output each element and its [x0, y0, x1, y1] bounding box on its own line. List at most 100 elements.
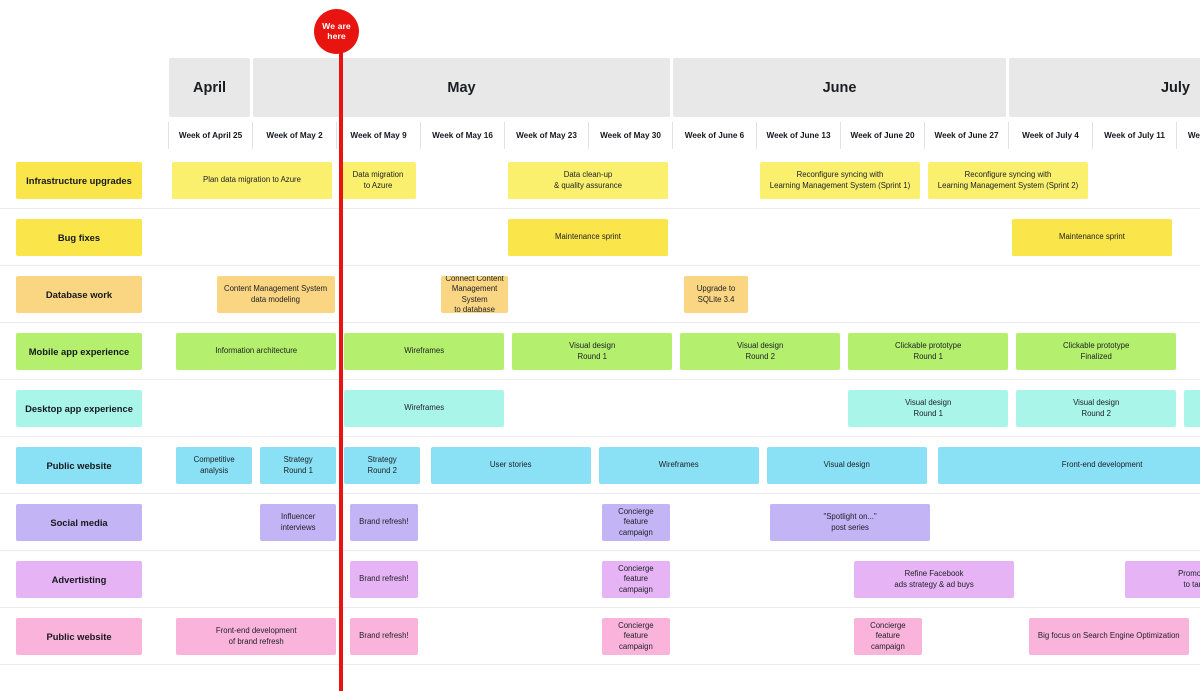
week-label: Week of July 4: [1022, 131, 1079, 140]
week-header-cell: Week of July 4: [1008, 122, 1092, 149]
task-bar[interactable]: Front-end development: [938, 447, 1200, 484]
task-bar[interactable]: Maintenance sprint: [1012, 219, 1172, 256]
week-label: Week of June 27: [934, 131, 999, 140]
task-bar[interactable]: Maintenance sprint: [508, 219, 668, 256]
row-label-social-media[interactable]: Social media: [16, 504, 142, 541]
task-bar[interactable]: Concierge feature campaign: [602, 618, 670, 655]
timeline-rows: Infrastructure upgrades Plan data migrati…: [0, 152, 1200, 691]
task-bar[interactable]: Visual design: [766, 447, 927, 484]
task-bar-label: Reconfigure syncing with Learning Manage…: [937, 170, 1079, 190]
task-bar-label: Maintenance sprint: [555, 232, 621, 242]
week-label: Week of June 6: [684, 131, 745, 140]
task-bar-label: Clickable prototype Round 1: [895, 341, 962, 361]
month-header-july: July: [1009, 58, 1200, 117]
task-bar-label: Refine Facebook ads strategy & ad buys: [894, 569, 974, 589]
month-header-may: May: [253, 58, 670, 117]
task-bar[interactable]: Clickable prototype Round 1: [848, 333, 1009, 370]
task-bar[interactable]: Influencer interviews: [260, 504, 337, 541]
week-header-cell: Week of April 25: [168, 122, 252, 149]
task-bar[interactable]: Wireframes: [344, 390, 505, 427]
task-bar[interactable]: Strategy Round 2: [344, 447, 421, 484]
week-label: Week of May 9: [350, 131, 407, 140]
task-bar[interactable]: Plan data migration to Azure: [172, 162, 332, 199]
task-bar-label: Brand refresh!: [359, 517, 409, 527]
task-bar[interactable]: Concierge feature campaign: [854, 618, 922, 655]
task-bar-label: Wireframes: [404, 403, 445, 413]
row-label-text: Advertisting: [51, 573, 107, 585]
task-bar[interactable]: Brand refresh!: [350, 618, 418, 655]
task-bar[interactable]: Reconfigure syncing with Learning Manage…: [760, 162, 920, 199]
week-label: Week of July 18: [1187, 131, 1200, 140]
week-label: Week of May 16: [432, 131, 493, 140]
task-bar[interactable]: Connect Content Management System to dat…: [440, 276, 509, 313]
task-bar-label: Wireframes: [404, 346, 445, 356]
task-bar-label: Big focus on Search Engine Optimization: [1037, 631, 1180, 641]
row-label-desktop-app-experience[interactable]: Desktop app experience: [16, 390, 142, 427]
task-bar[interactable]: Promote Enterp to targeted a: [1125, 561, 1200, 598]
task-bar[interactable]: Visual design Round 2: [1016, 390, 1177, 427]
task-bar[interactable]: Visual design Round 1: [848, 390, 1009, 427]
row-label-text: Mobile app experience: [28, 345, 130, 357]
task-bar[interactable]: Competitive analysis: [176, 447, 253, 484]
we-are-here-label: We are here: [322, 20, 351, 41]
task-bar-label: Visual design Round 2: [1073, 398, 1120, 418]
we-are-here-marker[interactable]: We are here: [314, 9, 359, 54]
week-header-cell: Week of May 23: [504, 122, 588, 149]
task-bar-label: Brand refresh!: [359, 631, 409, 641]
month-header-june: June: [673, 58, 1006, 117]
task-bar[interactable]: Data clean-up & quality assurance: [508, 162, 668, 199]
row-label-text: Public website: [46, 459, 112, 471]
timeline-row: Desktop app experience Wireframes Visual d…: [0, 380, 1200, 437]
task-bar-label: Data migration to Azure: [352, 170, 404, 190]
task-bar-label: Concierge feature campaign: [870, 621, 906, 651]
row-label-public-website[interactable]: Public website: [16, 618, 142, 655]
task-bar[interactable]: Information architecture: [176, 333, 337, 370]
task-bar[interactable]: "Spotlight on..." post series: [770, 504, 931, 541]
task-bar[interactable]: Brand refresh!: [350, 504, 418, 541]
row-label-bug-fixes[interactable]: Bug fixes: [16, 219, 142, 256]
task-bar[interactable]: Brand refresh!: [350, 561, 418, 598]
task-bar[interactable]: C: [1184, 390, 1200, 427]
task-bar[interactable]: Wireframes: [598, 447, 759, 484]
task-bar[interactable]: Wireframes: [344, 333, 505, 370]
task-bar[interactable]: Content Management System data modeling: [216, 276, 335, 313]
task-bar-label: Data clean-up & quality assurance: [553, 170, 623, 190]
week-header-cell: Week of May 16: [420, 122, 504, 149]
task-bar[interactable]: Big focus on Search Engine Optimization: [1028, 618, 1189, 655]
task-bar-label: User stories: [489, 460, 532, 470]
task-bar[interactable]: Data migration to Azure: [340, 162, 416, 199]
task-bar[interactable]: Refine Facebook ads strategy & ad buys: [854, 561, 1015, 598]
timeline-row: [0, 665, 1200, 691]
week-label: Week of May 23: [516, 131, 577, 140]
timeline-row: Database work Content Management System d…: [0, 266, 1200, 323]
task-bar[interactable]: Upgrade to SQLite 3.4: [684, 276, 748, 313]
task-bar-label: Content Management System data modeling: [223, 284, 328, 304]
task-bar-label: Wireframes: [658, 460, 699, 470]
week-header-cell: Week of May 30: [588, 122, 672, 149]
row-label-advertisting[interactable]: Advertisting: [16, 561, 142, 598]
task-bar[interactable]: Strategy Round 1: [260, 447, 337, 484]
task-bar[interactable]: Front-end development of brand refresh: [176, 618, 337, 655]
week-label: Week of June 20: [850, 131, 915, 140]
row-label-public-website[interactable]: Public website: [16, 447, 142, 484]
row-label-mobile-app-experience[interactable]: Mobile app experience: [16, 333, 142, 370]
task-bar-label: Concierge feature campaign: [618, 621, 654, 651]
task-bar-label: Brand refresh!: [359, 574, 409, 584]
task-bar[interactable]: Concierge feature campaign: [602, 504, 670, 541]
week-label: Week of July 11: [1104, 131, 1165, 140]
task-bar[interactable]: Visual design Round 1: [512, 333, 673, 370]
task-bar[interactable]: Concierge feature campaign: [602, 561, 670, 598]
task-bar[interactable]: Clickable prototype Finalized: [1016, 333, 1177, 370]
month-label: May: [447, 79, 476, 96]
row-label-database-work[interactable]: Database work: [16, 276, 142, 313]
row-label-text: Infrastructure upgrades: [26, 174, 132, 186]
row-label-infrastructure-upgrades[interactable]: Infrastructure upgrades: [16, 162, 142, 199]
task-bar[interactable]: Visual design Round 2: [680, 333, 841, 370]
row-label-text: Social media: [50, 516, 108, 528]
task-bar[interactable]: User stories: [430, 447, 591, 484]
week-header-cell: Week of May 2: [252, 122, 336, 149]
task-bar[interactable]: Reconfigure syncing with Learning Manage…: [928, 162, 1088, 199]
timeline-row: Infrastructure upgrades Plan data migrati…: [0, 152, 1200, 209]
